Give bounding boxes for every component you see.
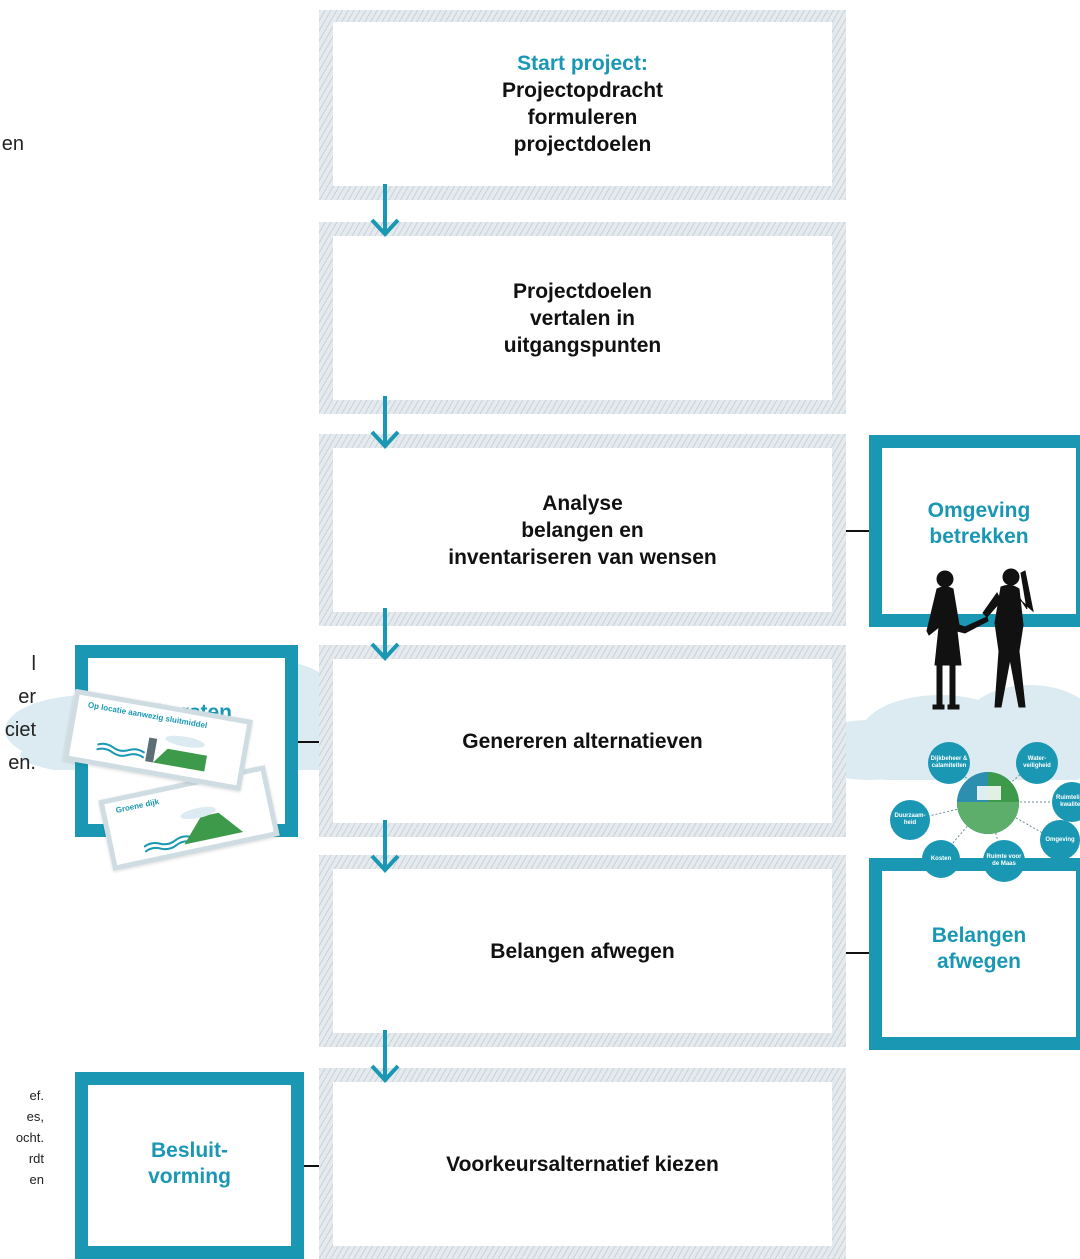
step-analyse: Analyse belangen en inventariseren van w… (333, 448, 832, 612)
connector-line (304, 1165, 319, 1167)
bubble-kosten: Kosten (922, 840, 960, 878)
step-uitgangspunten: Projectdoelen vertalen in uitgangspunten (333, 236, 832, 400)
arrow-down-icon (370, 184, 400, 237)
step-frame-kiezen: Voorkeursalternatief kiezen (319, 1068, 846, 1259)
left-text-fragment-bottom: ef. es, ocht. rdt en (15, 1088, 44, 1187)
card-groene-dijk: Groene dijk (98, 765, 280, 871)
dike-illustration-icon (143, 806, 244, 853)
step-frame-uitgangspunten: Projectdoelen vertalen in uitgangspunten (319, 222, 846, 414)
step-voorkeursalternatief: Voorkeursalternatief kiezen (333, 1082, 832, 1246)
bubble-duurzaamheid: Duurzaam-heid (890, 800, 930, 840)
step-frame-afwegen: Belangen afwegen (319, 855, 846, 1047)
step-frame-start: Start project: Projectopdracht formulere… (319, 10, 846, 200)
step-genereren: Genereren alternatieven (333, 659, 832, 823)
step-frame-analyse: Analyse belangen en inventariseren van w… (319, 434, 846, 626)
arrow-down-icon (370, 608, 400, 661)
side-box-besluitvorming: Besluit- vorming (75, 1072, 304, 1259)
card-sluitmiddel: Op locatie aanwezig sluitmiddel (63, 688, 253, 792)
arrow-down-icon (370, 820, 400, 873)
bubble-ruimtelijke-kwaliteit: Ruimtelijke kwaliteit (1052, 782, 1080, 822)
left-text-fragment-top: en (1, 133, 24, 155)
bubble-ruimte-voor-de-maas: Ruimte voor de Maas (983, 840, 1025, 882)
people-silhouettes-icon (926, 568, 1034, 710)
connector-line (846, 952, 869, 954)
central-landscape-icon (957, 772, 1019, 834)
connector-line (846, 530, 869, 532)
side-box-belangen-afwegen: Belangen afwegen (869, 858, 1080, 1050)
barrier-illustration-icon (96, 735, 208, 772)
connector-line (298, 741, 319, 743)
card-title: Groene dijk (114, 796, 160, 815)
bubble-dijkbeheer: Dijkbeheer & calamiteiten (928, 742, 970, 784)
step-frame-genereren: Genereren alternatieven (319, 645, 846, 837)
bubble-waterveiligheid: Water-veiligheid (1016, 742, 1058, 784)
step-belangen-afwegen: Belangen afwegen (333, 869, 832, 1033)
arrow-down-icon (370, 1030, 400, 1083)
interests-bubble-diagram: Dijkbeheer & calamiteiten Water-veilighe… (890, 740, 1080, 882)
bubble-omgeving: Omgeving (1040, 820, 1080, 860)
side-box-omgeving-betrekken: Omgeving betrekken (869, 435, 1080, 627)
step-start-project: Start project: Projectopdracht formulere… (333, 22, 832, 186)
left-text-fragment-middle: l er ciet en. (4, 653, 36, 774)
arrow-down-icon (370, 396, 400, 449)
